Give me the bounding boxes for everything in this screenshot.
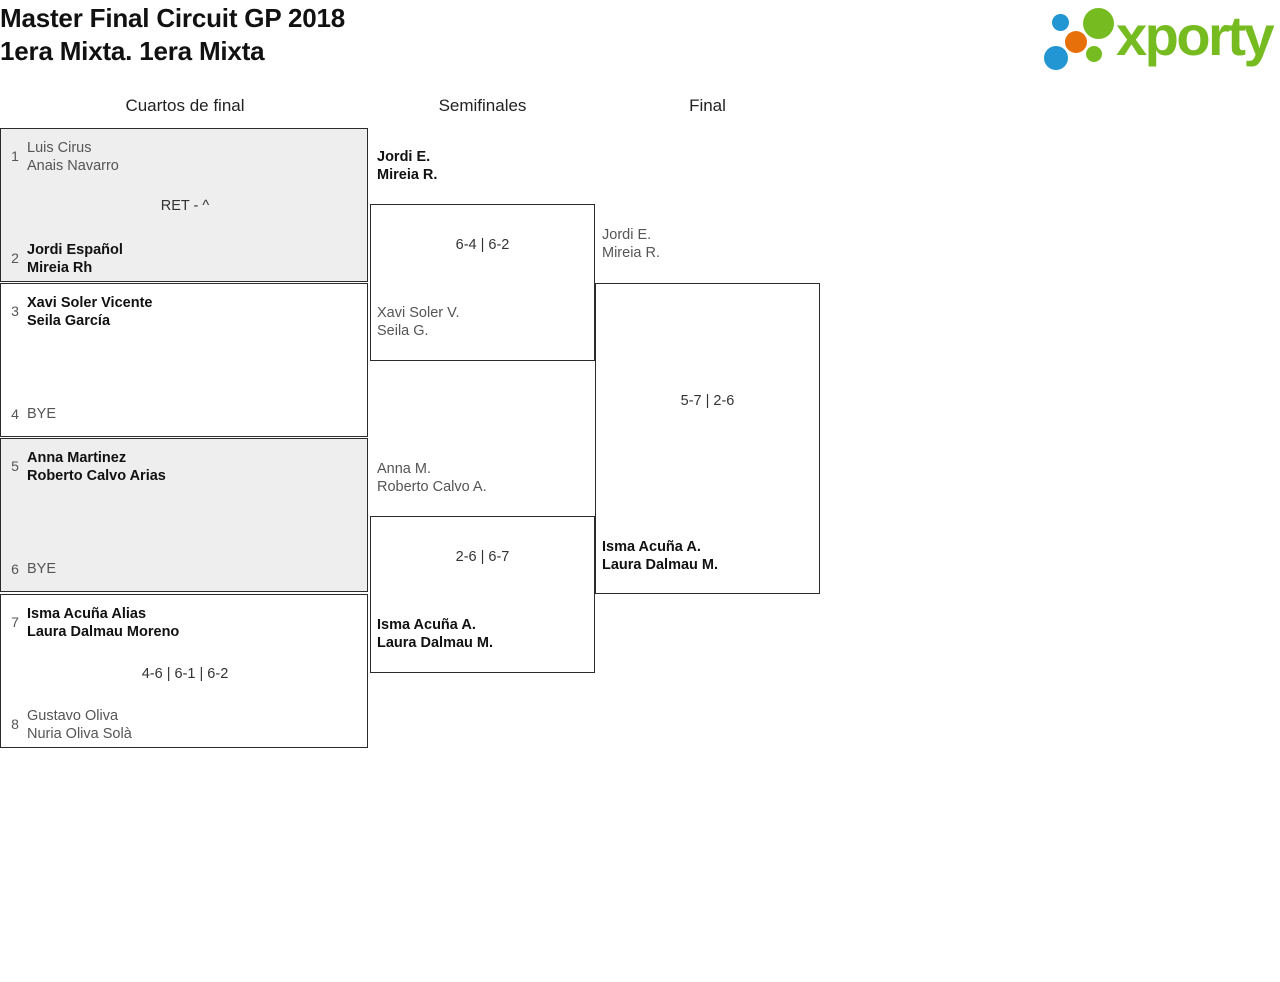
xporty-logo[interactable]: xporty	[1044, 4, 1275, 70]
round-heading-quarterfinals: Cuartos de final	[125, 96, 245, 115]
team-name-sf1-bottom: Xavi Soler V. Seila G.	[377, 305, 460, 339]
team-name: Anna Martinez Roberto Calvo Arias	[27, 450, 166, 484]
team-name: Jordi Español Mireia Rh	[27, 242, 123, 276]
team-name-final-bottom: Isma Acuña A. Laura Dalmau M.	[602, 539, 719, 573]
match-qf-2[interactable]: 3 Xavi Soler Vicente Seila García 4 BYE	[0, 283, 368, 437]
round-heading-semifinals: Semifinales	[438, 96, 527, 115]
page-header: Master Final Circuit GP 2018 1era Mixta.…	[0, 0, 1280, 74]
tournament-title: Master Final Circuit GP 2018 1era Mixta.…	[0, 2, 345, 68]
match-sf-2[interactable]	[370, 516, 595, 673]
team-name: BYE	[27, 561, 57, 577]
round-heading-final: Final	[689, 96, 726, 115]
match-score: 2-6 | 6-7	[455, 549, 510, 565]
seed-number: 5	[11, 458, 19, 474]
match-qf-3[interactable]: 5 Anna Martinez Roberto Calvo Arias 6 BY…	[0, 438, 368, 592]
match-qf-4[interactable]: 7 Isma Acuña Alias Laura Dalmau Moreno 4…	[0, 594, 368, 748]
logo-dot-green-large-icon	[1083, 8, 1114, 39]
logo-dot-orange-icon	[1065, 31, 1087, 53]
seed-number: 7	[11, 614, 19, 630]
team-name: Xavi Soler Vicente Seila García	[27, 295, 153, 329]
logo-dot-blue-small-icon	[1052, 14, 1069, 31]
match-score: 5-7 | 2-6	[680, 393, 735, 409]
logo-dots-icon	[1044, 6, 1122, 70]
team-name: Gustavo Oliva Nuria Oliva Solà	[27, 708, 132, 742]
match-score: 4-6 | 6-1 | 6-2	[141, 666, 229, 682]
seed-number: 3	[11, 303, 19, 319]
seed-number: 1	[11, 148, 19, 164]
team-name-sf1-top: Jordi E. Mireia R.	[377, 149, 438, 183]
match-score: RET - ^	[160, 198, 210, 214]
logo-dot-green-small-icon	[1086, 46, 1102, 62]
team-name-sf2-bottom: Isma Acuña A. Laura Dalmau M.	[377, 617, 494, 651]
tournament-category: 1era Mixta. 1era Mixta	[0, 36, 265, 66]
logo-wordmark: xporty	[1116, 4, 1275, 67]
team-name: Luis Cirus Anais Navarro	[27, 140, 119, 174]
seed-number: 2	[11, 250, 19, 266]
seed-number: 8	[11, 716, 19, 732]
seed-number: 6	[11, 561, 19, 577]
team-name: Isma Acuña Alias Laura Dalmau Moreno	[27, 606, 180, 640]
tournament-name: Master Final Circuit GP 2018	[0, 3, 346, 33]
match-sf-1[interactable]	[370, 204, 595, 361]
team-name: BYE	[27, 406, 57, 422]
match-score: 6-4 | 6-2	[455, 237, 510, 253]
logo-dot-blue-large-icon	[1044, 46, 1068, 70]
team-name-final-top: Jordi E. Mireia R.	[602, 227, 661, 261]
match-final[interactable]	[595, 283, 820, 594]
match-qf-1[interactable]: 1 Luis Cirus Anais Navarro RET - ^ 2 Jor…	[0, 128, 368, 282]
team-name-sf2-top: Anna M. Roberto Calvo A.	[377, 461, 487, 495]
seed-number: 4	[11, 406, 19, 422]
